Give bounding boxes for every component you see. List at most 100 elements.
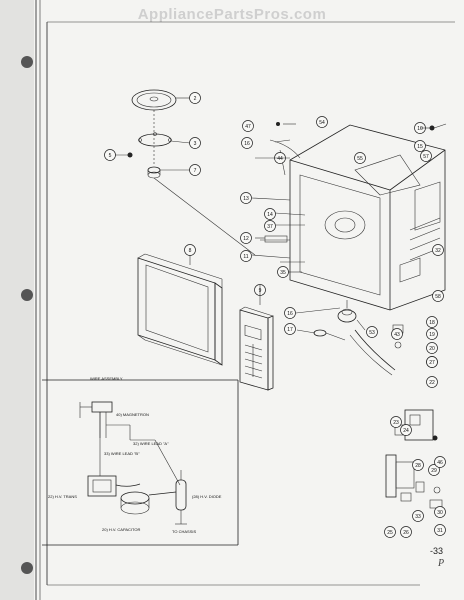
callout-number: 44 [277, 156, 283, 162]
callout-number: 54 [319, 120, 325, 126]
callout-2: 2 [189, 92, 201, 104]
callout-15: 15 [414, 140, 426, 152]
callout-number: 19 [429, 332, 435, 338]
callout-number: 23 [393, 420, 399, 426]
callout-number: 12 [243, 236, 249, 242]
binder-hole-top [21, 56, 33, 68]
callout-number: 10 [417, 126, 423, 132]
callout-14: 14 [264, 208, 276, 220]
callout-number: 24 [403, 428, 409, 434]
callout-circle [284, 307, 296, 319]
lamp-socket [313, 329, 346, 341]
callout-24: 24 [400, 424, 412, 436]
callout-circle [242, 120, 254, 132]
roller-ring [138, 132, 172, 147]
callout-circle [400, 424, 412, 436]
callout-number: 5 [109, 153, 112, 159]
switch-bracket [264, 235, 288, 243]
callout-32: 32 [432, 244, 444, 256]
callout-circle [241, 137, 253, 149]
callout-number: 20 [429, 346, 435, 352]
callout-number: 3 [194, 141, 197, 147]
callout-layer: 2357891011121314151617181920212223242526… [104, 92, 446, 538]
callout-number: 33 [415, 514, 421, 520]
callout-29: 29 [428, 464, 440, 476]
screw-top [276, 122, 280, 126]
label-hv-capacitor: 20) H.V. CAPACITOR [102, 527, 140, 532]
callout-20: 20 [426, 342, 438, 354]
callout-number: 15 [417, 144, 423, 150]
callout-circle [366, 326, 378, 338]
callout-number: 32 [435, 248, 441, 254]
callout-circle [240, 250, 252, 262]
callout-3: 3 [189, 137, 201, 149]
callout-circle [354, 152, 366, 164]
callout-18: 18 [426, 316, 438, 328]
label-hv-diode: (28) H.V. DIODE [192, 494, 222, 499]
binder-hole-middle [21, 289, 33, 301]
callout-57: 57 [420, 150, 432, 162]
wire-assembly-inset [42, 379, 239, 546]
callout-12: 12 [240, 232, 252, 244]
callout-number: 25 [387, 530, 393, 536]
callout-number: 7 [194, 168, 197, 174]
oven-cavity [289, 124, 446, 311]
callout-number: 43 [394, 332, 400, 338]
callout-16: 16 [284, 307, 296, 319]
callout-number: 46 [437, 460, 443, 466]
callout-46: 46 [434, 456, 446, 468]
callout-circle [384, 526, 396, 538]
callout-number: 35 [280, 270, 286, 276]
callout-circle [426, 328, 438, 340]
callout-circle [434, 506, 446, 518]
callout-number: 11 [243, 254, 248, 260]
callout-number: 27 [429, 360, 435, 366]
callout-47: 47 [242, 120, 254, 132]
callout-13: 13 [240, 192, 252, 204]
callout-25: 25 [384, 526, 396, 538]
callout-circle [426, 316, 438, 328]
callout-28: 28 [412, 459, 424, 471]
callout-circle [264, 208, 276, 220]
callout-circle [426, 356, 438, 368]
callout-26: 26 [400, 526, 412, 538]
callout-circle [432, 244, 444, 256]
callout-number: 16 [244, 141, 250, 147]
callout-circle [426, 342, 438, 354]
label-magnetron: 40) MAGNETRON [116, 412, 149, 417]
callout-number: 55 [357, 156, 363, 162]
callout-number: 28 [415, 463, 421, 469]
callout-5: 5 [104, 149, 116, 161]
callout-27: 27 [426, 356, 438, 368]
callout-circle [391, 328, 403, 340]
axis-to-cavity [153, 177, 256, 256]
callout-circle [420, 150, 432, 162]
callout-circle [240, 192, 252, 204]
callout-number: 17 [287, 327, 293, 333]
control-panel [239, 306, 274, 391]
callout-number: 30 [437, 510, 443, 516]
callout-23: 23 [390, 416, 402, 428]
callout-circle [428, 464, 440, 476]
callout-54: 54 [316, 116, 328, 128]
page-number: -33 [430, 546, 444, 556]
callout-number: 31 [437, 528, 443, 534]
callout-number: 26 [403, 530, 409, 536]
callout-37: 37 [264, 220, 276, 232]
callout-number: 13 [243, 196, 249, 202]
label-wire-lead-a: 32) WIRE LEAD "A" [133, 441, 169, 446]
callout-number: 18 [429, 320, 435, 326]
callout-circle [412, 459, 424, 471]
callout-58: 58 [432, 290, 444, 302]
callout-number: 22 [429, 380, 435, 386]
callout-number: 2 [194, 96, 197, 102]
callout-7: 7 [189, 164, 201, 176]
watermark: AppliancePartsPros.com [137, 6, 327, 23]
callout-circle [414, 140, 426, 152]
callout-35: 35 [277, 266, 289, 278]
corner-mark: P [438, 558, 445, 569]
callout-31: 31 [434, 524, 446, 536]
callout-circle [240, 232, 252, 244]
